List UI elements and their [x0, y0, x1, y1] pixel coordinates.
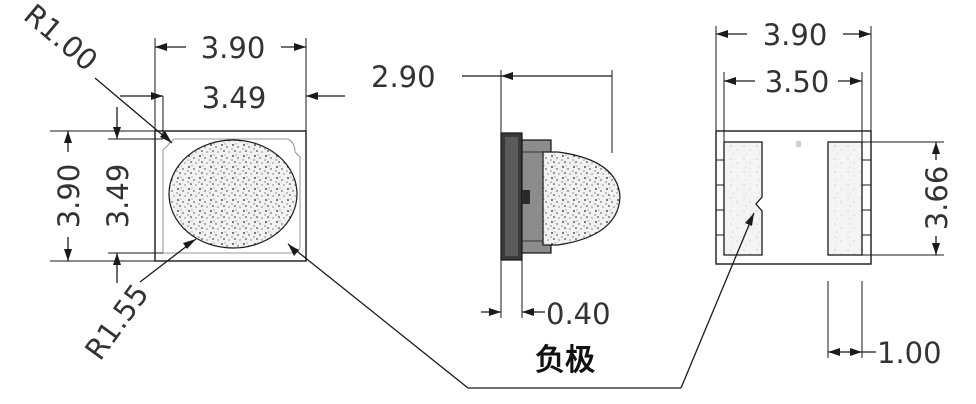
bottom-pad-spacing-label: 3.50: [765, 65, 830, 99]
side-height-label: 2.90: [371, 60, 436, 94]
negative-pole-callout: 负极: [287, 212, 755, 389]
lens-radius-label: R1.55: [78, 278, 155, 367]
bottom-pad-height-label: 3.66: [920, 166, 954, 231]
top-height-outer-label: 3.90: [52, 164, 86, 229]
bottom-width-outer-label: 3.90: [763, 18, 828, 52]
top-lens: [168, 139, 298, 249]
negative-pole-label: 负极: [535, 343, 595, 378]
bottom-pad-left: [723, 141, 763, 256]
side-dome: [542, 151, 621, 246]
side-view: 2.90 0.40: [371, 60, 621, 331]
side-offset-label: 0.40: [546, 297, 611, 331]
bottom-pad-right: [827, 141, 863, 256]
bottom-view: 3.90 3.50 3.66 1.00: [715, 18, 954, 370]
top-height-inner-label: 3.49: [101, 164, 135, 229]
top-width-inner-label: 3.49: [202, 81, 267, 115]
top-width-outer-label: 3.90: [201, 31, 266, 65]
bottom-pad-width-label: 1.00: [877, 336, 942, 370]
top-view: 3.90 3.49 3.90 3.49 R1.00 R1.55: [18, 0, 345, 366]
corner-radius-label: R1.00: [18, 0, 105, 78]
